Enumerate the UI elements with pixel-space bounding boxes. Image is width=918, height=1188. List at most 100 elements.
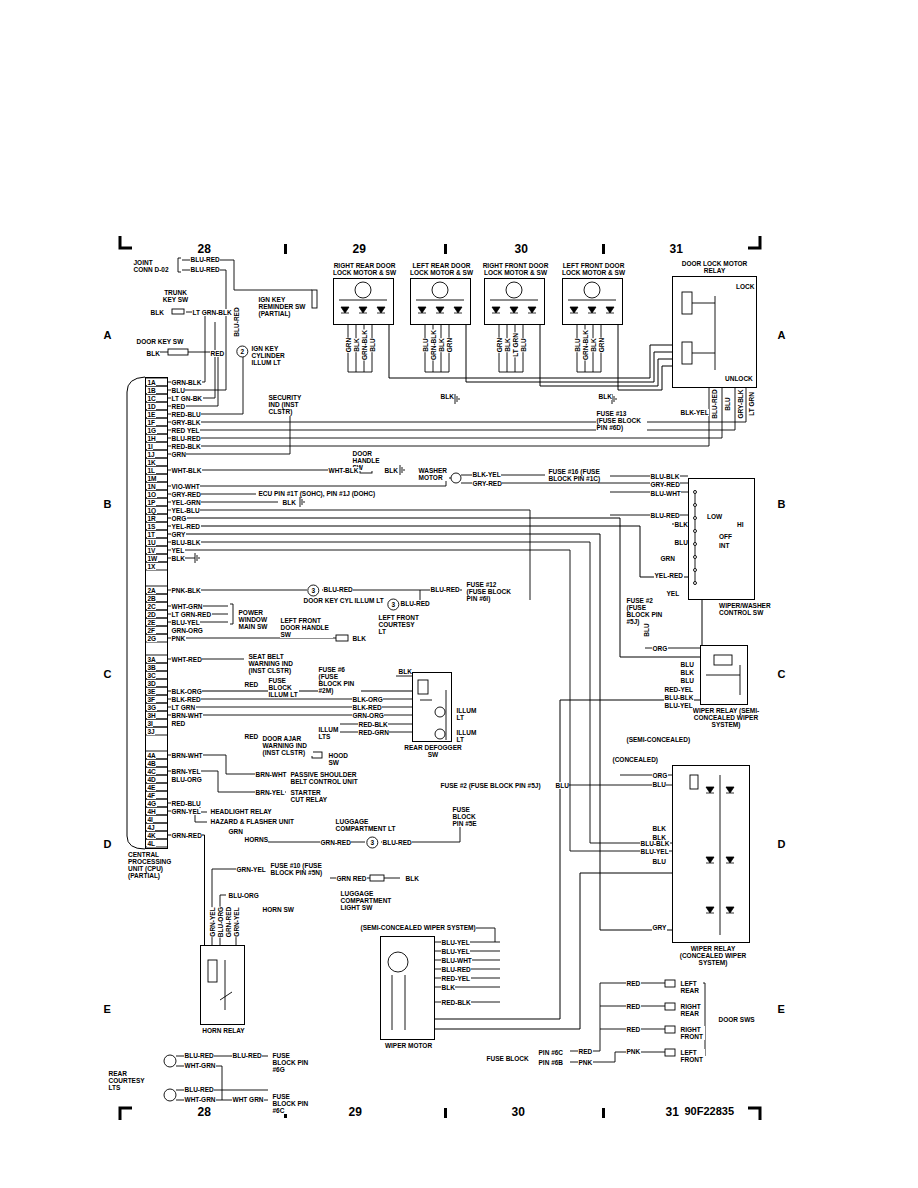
wire (695, 490, 696, 585)
wire (182, 260, 312, 290)
callout-label: RIGHT REAR (680, 1003, 703, 1017)
callout-label: BLK-YEL (472, 471, 501, 478)
wire (720, 775, 721, 935)
callout-circle (308, 585, 319, 596)
callout-label: ILLUM LTS (318, 726, 339, 740)
component-symbol (690, 775, 698, 789)
callout-label: RED (578, 1048, 593, 1055)
callout-label: FUSE BLOCK (486, 1055, 529, 1062)
grid-reference: E (103, 1003, 111, 1016)
callout-label: BLK (384, 467, 398, 474)
callout-label: BLK (441, 984, 455, 991)
diode-symbol (570, 307, 578, 313)
ground-symbol (195, 553, 199, 563)
pin-number: 3J (147, 728, 155, 735)
callout-label: FUSE BLOCK ILLUM LT (268, 677, 299, 698)
wire-color: BLU-BLK (171, 539, 201, 546)
wire-connector (168, 518, 700, 657)
callout-label: BLK (352, 635, 366, 642)
callout-label: BLU-YEL (664, 702, 693, 709)
diode-symbol (726, 857, 734, 863)
component-symbol (312, 290, 317, 308)
callout-label: GRY-RED (472, 480, 502, 487)
grid-reference: 31 (669, 242, 683, 256)
lamp-motor-symbol (694, 543, 697, 546)
position-label: UNLOCK (725, 375, 753, 382)
component-symbol (665, 1026, 675, 1033)
pin-number: 3A (147, 656, 156, 663)
component-symbol (665, 1003, 675, 1010)
wire (446, 690, 447, 740)
wire (392, 975, 393, 1030)
callout-label: (SEMI-CONCEALED WIPER SYSTEM) (360, 924, 476, 931)
lamp-motor-symbol (355, 282, 371, 298)
wire (499, 372, 523, 373)
callout-label: LT GRN (748, 392, 755, 417)
diode-symbol (706, 787, 714, 793)
callout-label: BLU-RED (430, 586, 460, 593)
diode-symbol (492, 307, 500, 313)
door-lock-motor: LEFT FRONT DOOR LOCK MOTOR & SW (562, 278, 623, 325)
wire-connector (702, 600, 703, 645)
wire-color: RED-BLU (171, 411, 201, 418)
wire-color: GRY-BLK (171, 419, 201, 426)
pin-number: 1C (147, 395, 156, 402)
grid-reference: C (103, 668, 112, 681)
crop-mark (748, 1108, 760, 1120)
pin-number: 3D (147, 680, 156, 687)
callout-circle (388, 599, 399, 610)
crop-mark (120, 1108, 132, 1120)
callout-label: FUSE #12 (FUSE BLOCK PIN #6I) (466, 581, 512, 602)
wire-color: VIO-WHT (171, 483, 200, 490)
ground-symbol (400, 465, 404, 475)
pin-number: 1V (147, 547, 156, 554)
wire (706, 675, 740, 676)
callout-circle (367, 837, 378, 848)
pin-number: 2B (147, 595, 156, 602)
position-label: HI (737, 521, 744, 528)
callout-label: BLU (369, 338, 376, 352)
wire-connector (389, 325, 672, 378)
relay-box: WIPER RELAY (SEMI-CONCEALED WIPER SYSTEM… (700, 645, 748, 705)
wire (168, 388, 735, 430)
callout-label: WHT-GRN (184, 1062, 216, 1069)
position-label: LOCK (736, 283, 754, 290)
callout-label: SECURITY IND (INST CLSTR) (268, 394, 314, 415)
door-lock-motor: RIGHT REAR DOOR LOCK MOTOR & SW (333, 278, 394, 325)
wire-color: GRY (171, 531, 186, 538)
wire (168, 357, 243, 414)
callout-label: RED (244, 681, 259, 688)
component-name: WIPER/WASHER CONTROL SW (719, 602, 769, 616)
callout-label: BLU-BLK (664, 694, 694, 701)
component-name: WIPER MOTOR (381, 1042, 436, 1049)
callout-label: GRN-YEL (236, 866, 266, 873)
grid-reference: A (777, 329, 786, 342)
callout-label: BLU (555, 782, 569, 789)
callout-label: ILLUM LT (456, 729, 475, 743)
pin-number: 1J (147, 451, 155, 458)
callout-label: WASHER MOTOR (418, 467, 449, 481)
callout-number: 3 (391, 601, 396, 608)
callout-label: BLU-RED (382, 839, 412, 846)
grid-reference: B (777, 498, 786, 511)
callout-label: PASSIVE SHOULDER BELT CONTROL UNIT (290, 771, 371, 785)
callout-label: LEFT FRONT DOOR HANDLE SW (280, 617, 333, 638)
callout-label: BLU-WHT (650, 490, 681, 497)
lamp-motor-symbol (694, 556, 697, 559)
callout-label: BLU-ORG (228, 892, 259, 899)
wire (384, 878, 400, 879)
diode-symbol (418, 307, 426, 313)
pin-number: 4G (147, 800, 157, 807)
callout-label: BLK (150, 309, 164, 316)
callout-label: BLU-WHT (441, 957, 472, 964)
wire-color: RED (171, 720, 186, 727)
component-symbol (370, 875, 384, 881)
component-name: CENTRAL PROCESSING UNIT (CPU) (PARTIAL) (128, 851, 188, 879)
callout-label: FUSE #10 (FUSE BLOCK PIN #5N) (270, 862, 326, 876)
callout-label: GRN-BLK (430, 330, 437, 361)
callout-label: ECU PIN #1T (SOHC), PIN #1J (DOHC) (258, 490, 376, 497)
grid-tick (444, 244, 447, 254)
callout-label: BLU (574, 338, 581, 352)
callout-label: DOOR SWS (718, 1016, 755, 1023)
lamp-motor-symbol (694, 517, 697, 520)
